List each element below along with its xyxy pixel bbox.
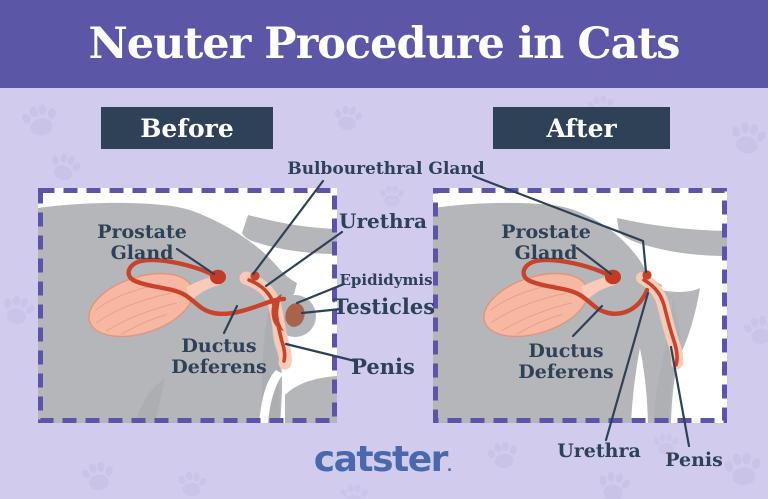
- before-tag-label: Before: [140, 113, 234, 143]
- paw-print-icon: [485, 439, 521, 471]
- paw-print-icon: [18, 100, 62, 140]
- paw-print-icon: [45, 149, 85, 185]
- paw-print-icon: [331, 103, 365, 133]
- paw-print-icon: [79, 459, 117, 493]
- paw-print-icon: [378, 185, 406, 207]
- paw-print-icon: [175, 470, 209, 498]
- label-penis-after: Penis: [665, 449, 723, 471]
- label-prostate-gland-before: Prostate Gland: [97, 221, 187, 265]
- label-ductus-deferens-before: Ductus Deferens: [171, 335, 267, 379]
- label-penis-center: Penis: [351, 354, 415, 379]
- paw-print-icon: [726, 119, 768, 157]
- paw-print-icon: [338, 483, 370, 499]
- label-bulbourethral-gland: Bulbourethral Gland: [287, 159, 485, 179]
- paw-print-icon: [721, 450, 765, 488]
- label-ductus-deferens-after: Ductus Deferens: [518, 340, 614, 384]
- label-prostate-gland-after: Prostate Gland: [501, 221, 591, 265]
- catster-logo: catster.: [314, 442, 452, 478]
- after-tag-label: After: [546, 113, 617, 143]
- paw-print-icon: [740, 313, 768, 347]
- label-testicles: Testicles: [332, 294, 436, 319]
- label-epididymis: Epididymis: [339, 271, 433, 289]
- header-band: Neuter Procedure in Cats: [0, 0, 768, 88]
- label-urethra-center: Urethra: [339, 209, 427, 233]
- paw-print-icon: [0, 292, 38, 328]
- after-tag: After: [493, 107, 670, 149]
- before-tag: Before: [101, 107, 273, 149]
- label-urethra-after: Urethra: [557, 440, 641, 462]
- paw-print-icon: [595, 469, 633, 499]
- catster-logo-text: catster: [313, 439, 449, 480]
- page-title: Neuter Procedure in Cats: [88, 19, 680, 69]
- catster-logo-mark: .: [446, 459, 453, 475]
